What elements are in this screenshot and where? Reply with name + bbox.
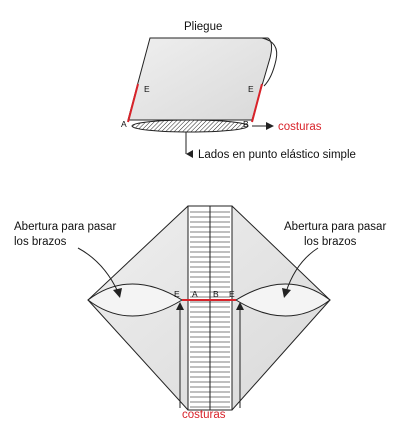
seams-label-bottom: costuras	[182, 409, 226, 421]
assembled-garment-diagram: E A B E Abertura para pasar los brazos A…	[14, 205, 386, 421]
left-opening-label-2: los brazos	[14, 236, 67, 248]
point-e-right: E	[248, 84, 254, 94]
left-seam	[127, 83, 139, 123]
left-opening-pointer	[77, 247, 119, 293]
seams-label-top: costuras	[278, 121, 322, 133]
right-seam	[251, 83, 263, 123]
point-e-left: E	[144, 84, 150, 94]
right-opening-pointer	[285, 247, 319, 293]
right-arm-opening	[235, 283, 331, 317]
seams-arrow-icon	[266, 122, 274, 130]
point-b-bottom: B	[213, 289, 219, 299]
seam-arrow-right-icon	[236, 302, 244, 310]
edges-label: Lados en punto elástico simple	[198, 149, 356, 161]
point-a-bottom: A	[192, 289, 198, 299]
fold-label: Pliegue	[184, 21, 222, 33]
seam-arrow-left-icon	[176, 302, 184, 310]
edges-arrow-icon	[186, 150, 193, 158]
elastic-edge-hatched	[131, 119, 249, 133]
fold-curl	[261, 37, 278, 87]
point-a: A	[121, 119, 127, 129]
folded-fabric	[127, 37, 273, 121]
left-opening-arrow-icon	[113, 288, 122, 298]
point-e-right-bottom: E	[229, 289, 235, 299]
right-opening-arrow-icon	[282, 288, 291, 298]
right-opening-label-2: los brazos	[304, 236, 357, 248]
folded-fabric-diagram: Pliegue E E A B costuras Lados en punto …	[121, 21, 356, 161]
point-b: B	[243, 119, 249, 129]
left-opening-label: Abertura para pasar	[14, 221, 116, 233]
point-e-left-bottom: E	[174, 289, 180, 299]
right-opening-label: Abertura para pasar	[284, 221, 386, 233]
